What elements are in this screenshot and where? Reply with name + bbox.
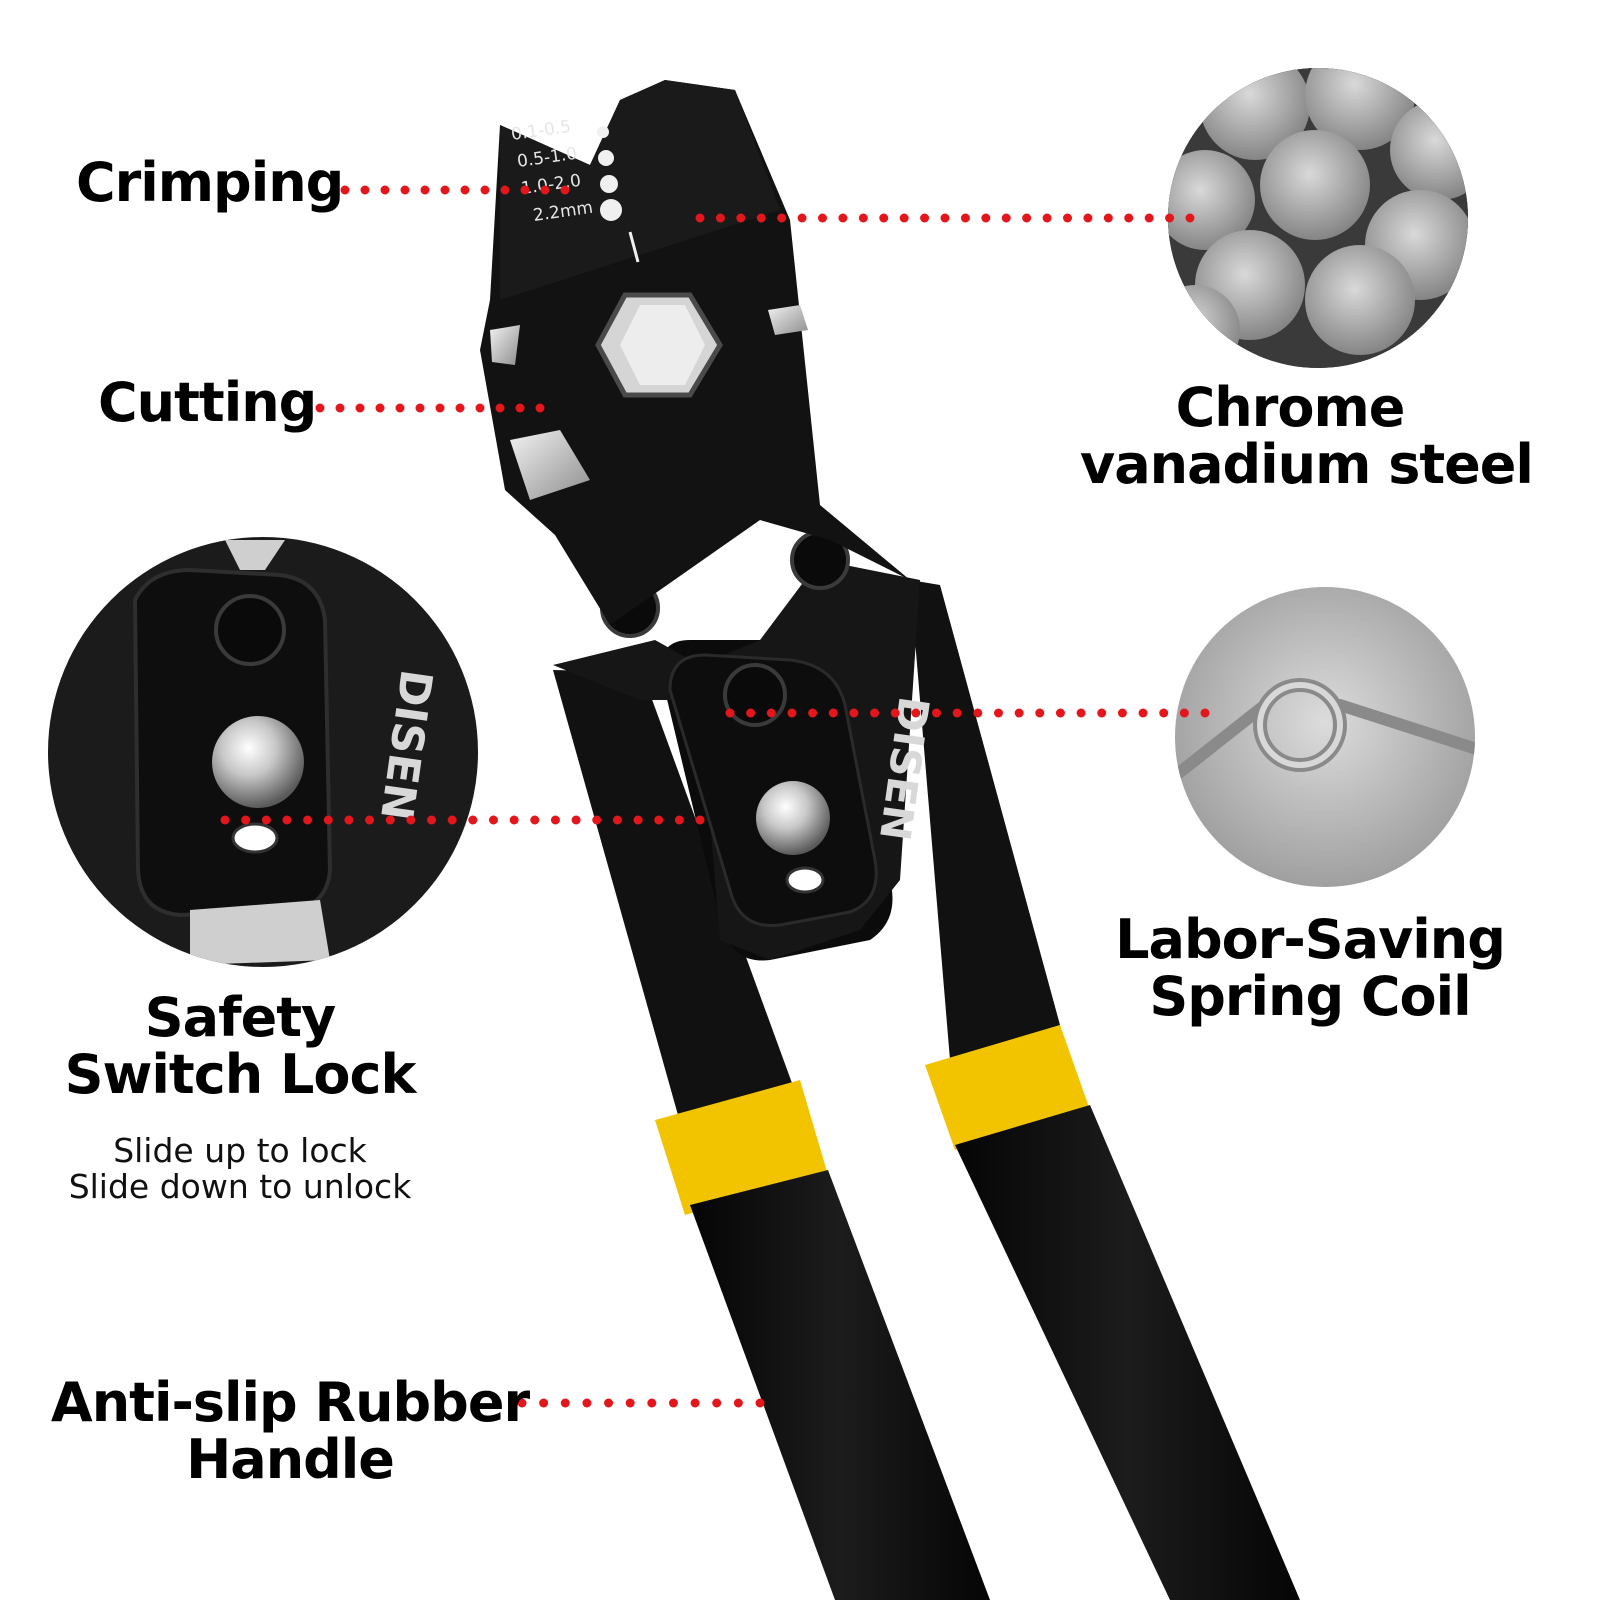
crimp-size-0: 0.1-0.5 bbox=[510, 117, 572, 145]
callout-lines bbox=[220, 185, 1210, 1408]
callout-rubber-handle bbox=[517, 1398, 765, 1408]
right-handle bbox=[910, 580, 1300, 1600]
safety-hint-lock: Slide up to lock bbox=[113, 1131, 367, 1170]
chrome-steel-label: Chrome vanadium steel bbox=[1080, 376, 1534, 496]
callout-safety-lock bbox=[220, 815, 705, 825]
spring-coil-line2: Spring Coil bbox=[1149, 964, 1471, 1028]
safety-lock-line1: Safety bbox=[144, 986, 336, 1049]
rubber-handle-label: Anti-slip Rubber Handle bbox=[40, 1371, 540, 1491]
right-rubber-grip bbox=[955, 1105, 1300, 1600]
safety-lock-icon: DISEN bbox=[48, 537, 478, 967]
callout-chrome-steel bbox=[695, 213, 1195, 223]
left-rubber-grip bbox=[690, 1170, 990, 1600]
steel-rods-icon bbox=[1168, 68, 1468, 368]
chrome-steel-line2: vanadium steel bbox=[1080, 432, 1534, 496]
spring-coil-line1: Labor-Saving bbox=[1115, 908, 1506, 971]
callout-crimping bbox=[340, 185, 570, 195]
spring-coil-label: Labor-Saving Spring Coil bbox=[1100, 908, 1520, 1028]
safety-lock-ball bbox=[756, 781, 830, 855]
crimp-jaw-icon bbox=[500, 80, 780, 300]
tool-head: 0.1-0.50.5-1.01.0-2.02.2mm bbox=[480, 80, 910, 625]
callout-cutting bbox=[315, 403, 545, 413]
safety-lock-hint: Slide up to lock Slide down to unlock bbox=[40, 1133, 440, 1204]
safety-lock-line2: Switch Lock bbox=[64, 1042, 417, 1106]
crimping-label: Crimping bbox=[76, 151, 344, 214]
chrome-steel-line1: Chrome bbox=[1175, 376, 1406, 439]
cutting-label: Cutting bbox=[98, 371, 317, 434]
left-handle bbox=[553, 670, 990, 1600]
callout-spring-coil bbox=[725, 708, 1210, 718]
safety-lock-label: Safety Switch Lock bbox=[30, 986, 450, 1106]
rubber-handle-line1: Anti-slip Rubber bbox=[50, 1371, 530, 1434]
rubber-handle-line2: Handle bbox=[186, 1427, 395, 1491]
rivet-lock bbox=[723, 663, 787, 727]
safety-hint-unlock: Slide down to unlock bbox=[68, 1166, 412, 1206]
spring-coil-icon bbox=[1175, 587, 1475, 887]
cutter-blade-icon bbox=[510, 430, 590, 500]
